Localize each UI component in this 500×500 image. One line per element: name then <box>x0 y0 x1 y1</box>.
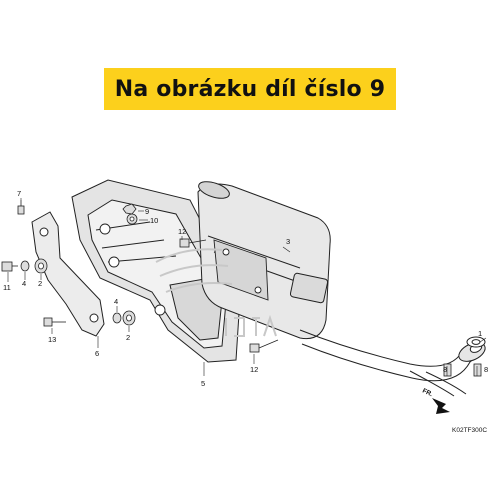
banner-title: Na obrázku díl číslo 9 <box>114 76 386 102</box>
callout-5: 5 <box>201 379 205 388</box>
callout-1: 1 <box>478 329 482 338</box>
honda-wing-watermark <box>155 248 277 337</box>
exhaust-pipe <box>299 329 485 397</box>
muffler-bracket <box>31 211 105 337</box>
callout-2: 2 <box>126 333 130 342</box>
bolt-part-12-lower <box>249 339 279 353</box>
fr-arrow-icon <box>432 398 450 414</box>
muffler-mount-plate <box>213 239 269 301</box>
leader-lines <box>7 198 487 376</box>
callout-2: 2 <box>38 279 42 288</box>
heat-shield-bolt-holes <box>99 223 166 316</box>
grommet-part-2-left <box>34 258 48 274</box>
bolt-part-11 <box>1 261 18 272</box>
bolt-part-12-upper <box>179 238 207 248</box>
callout-4: 4 <box>114 297 118 306</box>
callout-9: 9 <box>145 207 149 216</box>
washer-part-10 <box>126 213 138 225</box>
bolt-part-7 <box>17 200 25 215</box>
diagram-code: K02TF300C <box>452 427 487 434</box>
nut-part-8-right <box>473 363 482 377</box>
callout-3: 3 <box>286 237 290 246</box>
callout-6: 6 <box>95 349 99 358</box>
callout-12: 12 <box>178 227 186 236</box>
front-direction-marker: FR. <box>421 387 450 414</box>
callout-11: 11 <box>3 283 11 292</box>
part-number-banner: Na obrázku díl číslo 9 <box>104 68 396 110</box>
nut-part-8-left <box>443 363 452 377</box>
fr-label: FR. <box>421 387 434 398</box>
callout-7: 7 <box>17 189 21 198</box>
callout-numbers: 1 2 2 3 4 4 5 6 7 8 8 9 10 11 12 12 13 <box>3 189 488 388</box>
grommet-part-2-center <box>122 310 136 326</box>
callout-8: 8 <box>484 365 488 374</box>
collar-part-4-left <box>20 260 30 272</box>
callout-12: 12 <box>250 365 258 374</box>
bolt-part-13 <box>43 317 66 327</box>
callout-8: 8 <box>443 365 447 374</box>
collar-part-4-center <box>112 312 122 324</box>
callout-4: 4 <box>22 279 26 288</box>
exhaust-gasket <box>466 336 486 348</box>
callout-10: 10 <box>150 216 158 225</box>
callout-13: 13 <box>48 335 56 344</box>
